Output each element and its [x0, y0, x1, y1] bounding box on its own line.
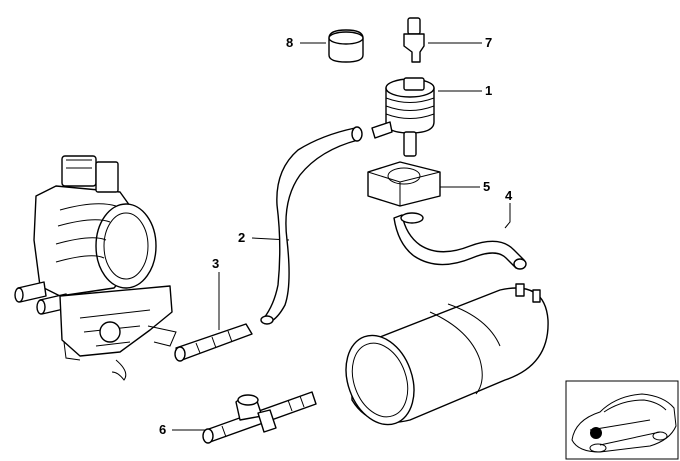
location-inset: [565, 380, 679, 460]
callout-7: 7: [485, 35, 493, 50]
part-2-hose: [260, 126, 363, 325]
part-8-cap: [328, 29, 364, 63]
callout-3: 3: [212, 256, 220, 271]
car-outline-icon: [571, 393, 677, 453]
part-4-hose: [393, 212, 527, 270]
throttle-body: [14, 155, 177, 381]
part-1-valve: [371, 77, 435, 157]
callout-1: 1: [485, 83, 493, 98]
canister: [345, 283, 549, 426]
callout-6: 6: [159, 422, 167, 437]
callout-5: 5: [483, 179, 491, 194]
part-5-holder: [367, 161, 441, 207]
part-3-connector: [174, 323, 253, 362]
callout-4: 4: [505, 188, 513, 203]
location-dot-icon: [590, 427, 602, 439]
part-6-tee: [202, 391, 317, 444]
leader-line-4: [504, 203, 511, 229]
callout-2: 2: [238, 230, 246, 245]
part-7-connector: [403, 17, 425, 63]
callout-8: 8: [286, 35, 294, 50]
